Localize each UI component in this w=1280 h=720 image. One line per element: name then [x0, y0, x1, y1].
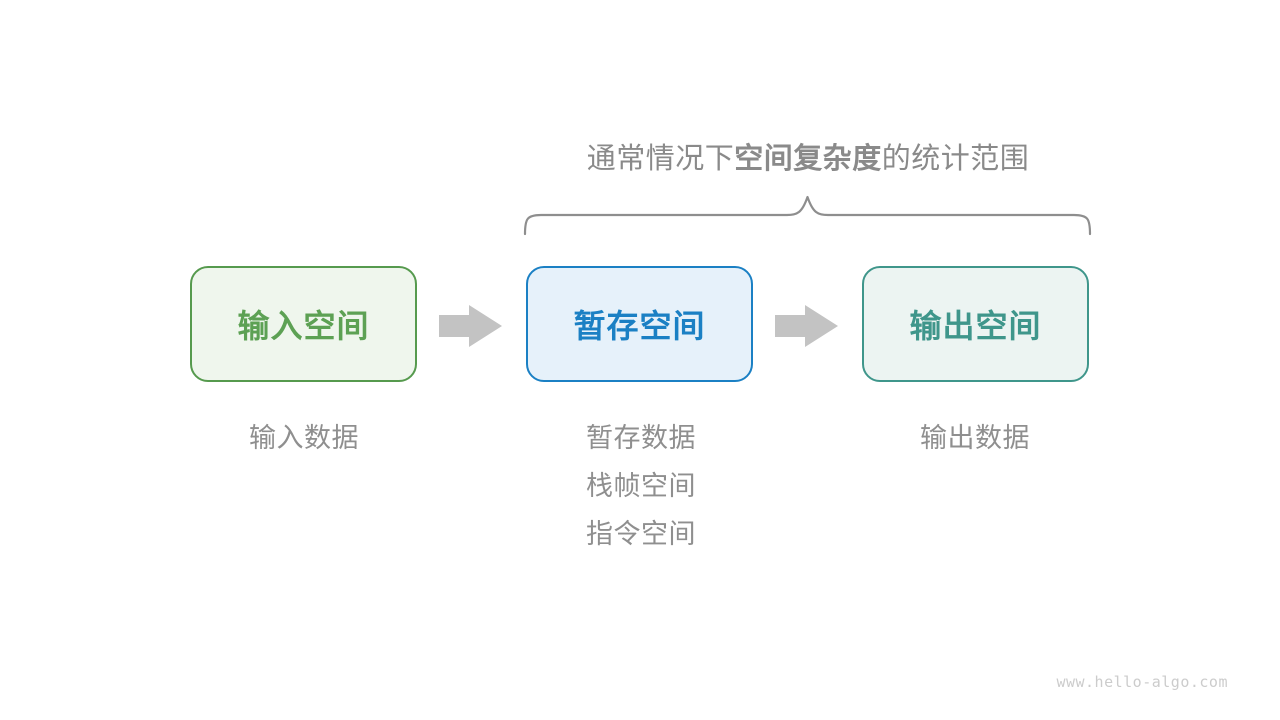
box-temp-space-label: 暂存空间 — [573, 308, 706, 344]
box-output-space: 输出空间 — [862, 266, 1089, 382]
scope-brace-icon — [523, 195, 1092, 236]
site-watermark: www.hello-algo.com — [1056, 673, 1228, 691]
arrow-right-icon — [775, 305, 838, 347]
box-temp-space: 暂存空间 — [526, 266, 753, 382]
scope-title-prefix: 通常情况下 — [586, 143, 735, 175]
note-output-data: 输出数据 — [920, 423, 1030, 453]
box-input-space-label: 输入空间 — [237, 308, 370, 344]
note-input-data: 输入数据 — [249, 423, 359, 453]
box-output-space-label: 输出空间 — [909, 308, 1042, 344]
note-stack-frame-space: 栈帧空间 — [586, 471, 696, 501]
note-temp-data: 暂存数据 — [586, 423, 696, 453]
scope-title-suffix: 的统计范围 — [881, 143, 1030, 175]
scope-title-bold: 空间复杂度 — [734, 143, 882, 175]
box-input-space: 输入空间 — [190, 266, 417, 382]
scope-title: 通常情况下空间复杂度的统计范围 — [587, 143, 1030, 175]
arrow-right-icon — [439, 305, 502, 347]
note-instruction-space: 指令空间 — [586, 519, 696, 549]
